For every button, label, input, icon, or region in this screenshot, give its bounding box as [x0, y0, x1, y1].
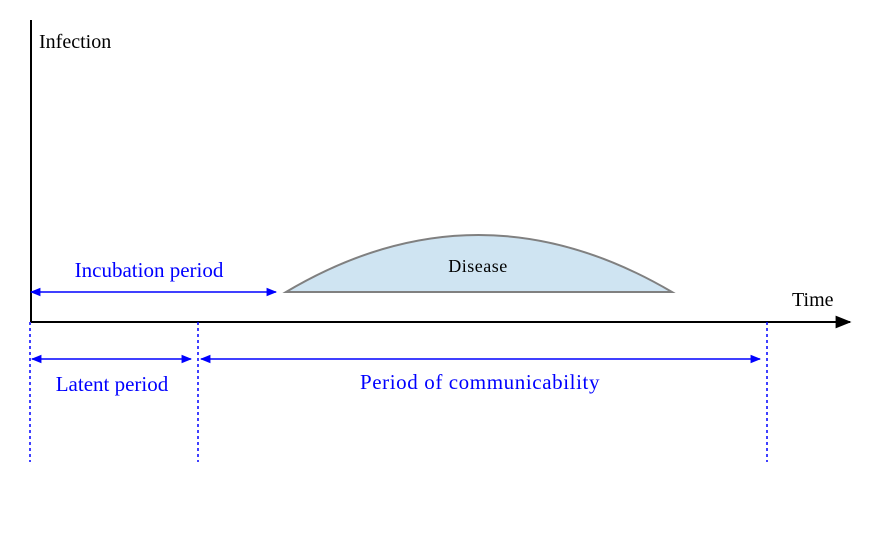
disease-label: Disease [448, 256, 507, 276]
y-axis-label: Infection [39, 31, 111, 53]
disease-shape [282, 234, 676, 293]
incubation-period-label: Incubation period [75, 258, 224, 282]
x-axis-label: Time [792, 289, 834, 311]
communicability-period-label: Period of communicability [360, 370, 600, 394]
latent-period-label: Latent period [56, 372, 169, 396]
